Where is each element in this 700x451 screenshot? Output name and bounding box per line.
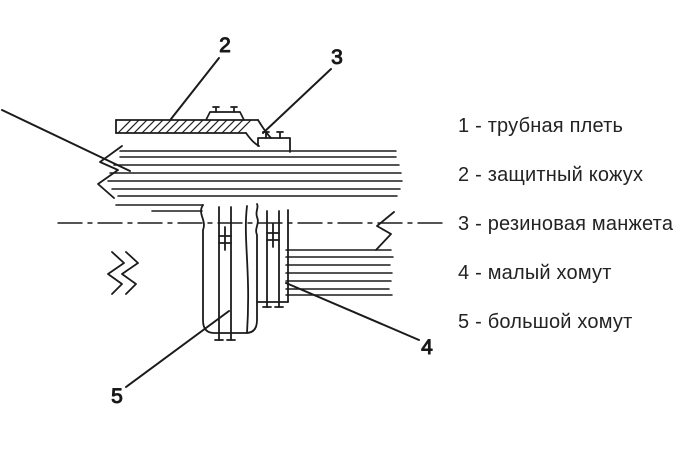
- rubber-cuff-outside: [200, 203, 289, 334]
- small-clamp-bolt: [266, 223, 280, 248]
- legend-item-3: 3 - резиновая манжета: [458, 213, 674, 235]
- break-symbol-left-upper: [97, 145, 123, 199]
- legend-panel: 1 - трубная плеть 2 - защитный кожух 3 -…: [458, 116, 673, 332]
- protective-casing-band: [115, 119, 259, 134]
- pipe-wall-upper: [107, 150, 403, 197]
- casing-top-fitting: [205, 106, 245, 121]
- large-clamp-bolt: [218, 226, 232, 251]
- small-clamp: [262, 210, 284, 308]
- callout-5: 5: [111, 385, 123, 408]
- legend-item-2: 2 - защитный кожух: [458, 164, 644, 186]
- break-symbol-right: [375, 211, 395, 251]
- pipe-assembly-diagram: 2 3: [1, 34, 443, 409]
- break-symbol-left-lower: [107, 251, 139, 295]
- callout-4: 4: [421, 336, 433, 359]
- leader-line-3: [262, 68, 332, 134]
- callout-3: 3: [331, 46, 343, 69]
- legend-item-5: 5 - большой хомут: [458, 311, 633, 333]
- callout-2: 2: [219, 34, 231, 57]
- legend-item-1: 1 - трубная плеть: [458, 115, 624, 137]
- casing-lower-edges: [115, 204, 204, 212]
- hatching: [117, 119, 252, 134]
- leader-line-1: [1, 109, 131, 172]
- leader-line-5: [125, 310, 230, 388]
- pipe-wall-lower: [285, 249, 394, 296]
- leader-line-4: [285, 282, 420, 341]
- legend-item-4: 4 - малый хомут: [458, 262, 612, 284]
- leader-line-2: [170, 57, 220, 120]
- rubber-cuff-section: [245, 119, 291, 153]
